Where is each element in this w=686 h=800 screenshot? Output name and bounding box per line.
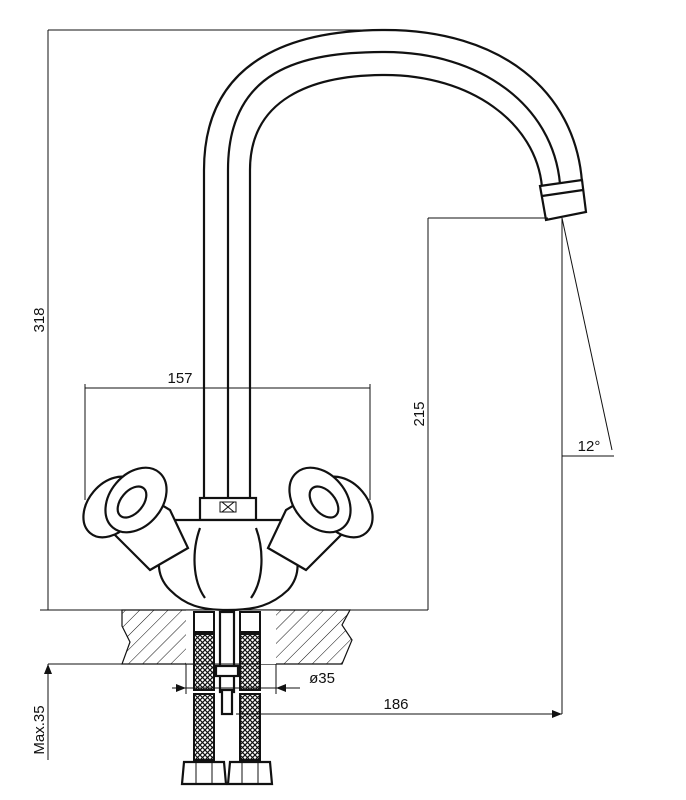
countertop-section	[121, 609, 353, 665]
dimension-max-thickness: Max.35	[31, 663, 260, 760]
spout-height-label: 215	[411, 401, 428, 426]
hole-diameter-label: ø35	[309, 670, 335, 687]
handle-span-label: 157	[167, 370, 192, 387]
dimension-hole-diameter: ø35	[172, 664, 335, 694]
dimension-overall-height: 318	[31, 29, 428, 611]
left-handle	[82, 466, 190, 572]
max-thickness-label: Max.35	[31, 705, 48, 754]
reach-label: 186	[383, 696, 408, 713]
spout	[202, 28, 588, 502]
spout-angle-label: 12°	[578, 438, 601, 455]
spout-collar	[198, 496, 258, 522]
overall-height-label: 318	[31, 307, 48, 332]
dimension-reach: 186	[236, 696, 562, 718]
dimension-spout-angle: 12°	[561, 217, 614, 714]
right-handle	[266, 466, 374, 572]
dimension-spout-height: 215	[411, 217, 548, 610]
supply-hoses	[180, 610, 274, 786]
dimension-handle-span: 157	[84, 370, 371, 500]
